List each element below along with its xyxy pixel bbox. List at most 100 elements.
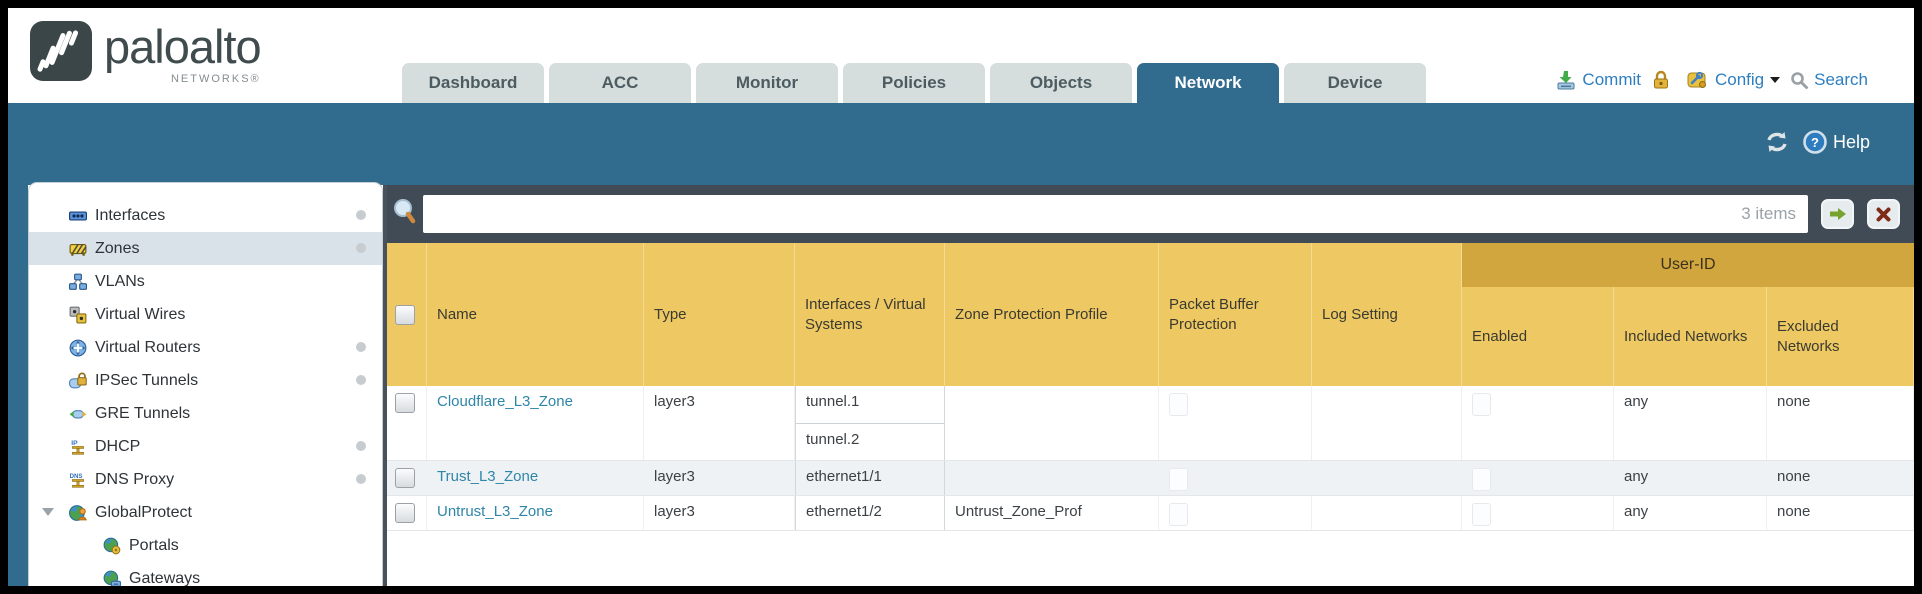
apply-filter-button[interactable] — [1821, 199, 1854, 229]
column-header-packet-buffer-protection[interactable]: Packet Buffer Protection — [1159, 243, 1312, 386]
select-all-checkbox[interactable] — [395, 304, 415, 325]
interface-value[interactable]: tunnel.2 — [796, 423, 944, 460]
sidebar-item-label: Virtual Routers — [95, 338, 201, 356]
excluded-networks: none — [1767, 496, 1914, 530]
sidebar-item-vlans[interactable]: VLANs — [29, 265, 382, 298]
zone-protection-profile: Untrust_Zone_Prof — [945, 496, 1159, 530]
table-body: Cloudflare_L3_Zone layer3 tunnel.1 tunne… — [387, 386, 1914, 586]
table-row: Untrust_L3_Zone layer3 ethernet1/2 Untru… — [387, 496, 1914, 531]
interface-value[interactable]: ethernet1/1 — [806, 468, 882, 485]
refresh-icon[interactable] — [1764, 130, 1790, 154]
dhcp-icon: IP — [69, 438, 87, 456]
zone-interfaces: tunnel.1 tunnel.2 — [795, 386, 945, 460]
interface-value[interactable]: ethernet1/2 — [806, 503, 882, 520]
sub-header-band: ? Help — [8, 103, 1914, 185]
config-icon — [1687, 71, 1706, 88]
clear-filter-button[interactable] — [1867, 199, 1900, 229]
table-header: Name Type Interfaces / Virtual Systems Z… — [387, 243, 1914, 386]
status-dot — [356, 375, 366, 385]
gre-tunnels-icon — [69, 405, 87, 423]
lock-button[interactable] — [1651, 69, 1676, 91]
sidebar-item-dns-proxy[interactable]: DNS DNS Proxy — [29, 463, 382, 496]
status-dot — [356, 474, 366, 484]
sidebar-item-virtual-wires[interactable]: Virtual Wires — [29, 298, 382, 331]
user-id-enabled-checkbox[interactable] — [1472, 503, 1491, 526]
status-dot — [356, 342, 366, 352]
row-checkbox[interactable] — [395, 503, 415, 523]
svg-text:IP: IP — [71, 439, 78, 446]
column-header-type[interactable]: Type — [644, 243, 795, 386]
user-id-enabled-checkbox[interactable] — [1472, 468, 1491, 491]
column-header-enabled[interactable]: Enabled — [1462, 287, 1614, 386]
tab-monitor[interactable]: Monitor — [696, 63, 838, 103]
commit-label: Commit — [1582, 70, 1641, 89]
sidebar-item-interfaces[interactable]: Interfaces — [29, 199, 382, 232]
status-dot — [356, 210, 366, 220]
table-row: Cloudflare_L3_Zone layer3 tunnel.1 tunne… — [387, 386, 1914, 461]
tab-dashboard[interactable]: Dashboard — [402, 63, 544, 103]
config-label: Config — [1714, 70, 1765, 89]
column-header-name[interactable]: Name — [427, 243, 644, 386]
app-window: paloalto NETWORKS® Dashboard ACC Monitor… — [8, 8, 1914, 586]
interfaces-icon — [69, 207, 87, 225]
panel-divider — [383, 185, 387, 586]
sidebar-item-gateways[interactable]: Gateways — [29, 562, 382, 586]
paloalto-logo: paloalto NETWORKS® — [30, 21, 262, 85]
zone-type: layer3 — [644, 461, 795, 495]
commit-icon — [1557, 71, 1575, 90]
search-icon — [1791, 71, 1809, 89]
sidebar-item-ipsec-tunnels[interactable]: IPSec Tunnels — [29, 364, 382, 397]
caret-down-icon — [1770, 77, 1781, 83]
zone-name-link[interactable]: Cloudflare_L3_Zone — [437, 393, 573, 410]
sidebar-item-label: GRE Tunnels — [95, 404, 191, 422]
sidebar-item-zones[interactable]: Zones — [29, 232, 382, 265]
log-setting — [1312, 496, 1462, 530]
search-button[interactable]: Search — [1790, 70, 1868, 90]
log-setting — [1312, 461, 1462, 495]
excluded-networks: none — [1767, 386, 1914, 460]
column-header-interfaces[interactable]: Interfaces / Virtual Systems — [795, 243, 945, 386]
sidebar-item-dhcp[interactable]: IP DHCP — [29, 430, 382, 463]
column-header-included-networks[interactable]: Included Networks — [1614, 287, 1767, 386]
sidebar-item-portals[interactable]: Portals — [29, 529, 382, 562]
sidebar: Interfaces Zones VLANs Virtual Wires — [28, 182, 383, 586]
sidebar-item-virtual-routers[interactable]: Virtual Routers — [29, 331, 382, 364]
tab-acc[interactable]: ACC — [549, 63, 691, 103]
zone-name-link[interactable]: Trust_L3_Zone — [437, 468, 539, 485]
tab-policies[interactable]: Policies — [843, 63, 985, 103]
sidebar-item-label: Virtual Wires — [95, 305, 186, 323]
user-id-enabled-checkbox[interactable] — [1472, 393, 1491, 416]
packet-buffer-protection-checkbox[interactable] — [1169, 393, 1188, 416]
sidebar-item-gre-tunnels[interactable]: GRE Tunnels — [29, 397, 382, 430]
tab-device[interactable]: Device — [1284, 63, 1426, 103]
table-row: Trust_L3_Zone layer3 ethernet1/1 any non… — [387, 461, 1914, 496]
row-checkbox[interactable] — [395, 468, 415, 488]
main-content: 3 items Name Type Interfaces / Virtual S… — [387, 185, 1914, 586]
packet-buffer-protection-checkbox[interactable] — [1169, 468, 1188, 491]
status-dot — [356, 441, 366, 451]
sidebar-item-label: Interfaces — [95, 206, 166, 224]
column-header-zone-protection-profile[interactable]: Zone Protection Profile — [945, 243, 1159, 386]
svg-text:DNS: DNS — [70, 473, 83, 479]
included-networks: any — [1614, 496, 1767, 530]
filter-input[interactable]: 3 items — [423, 195, 1808, 233]
commit-button[interactable]: Commit — [1555, 69, 1641, 91]
zone-name-link[interactable]: Untrust_L3_Zone — [437, 503, 553, 520]
tab-network[interactable]: Network — [1137, 63, 1279, 103]
column-header-log-setting[interactable]: Log Setting — [1312, 243, 1462, 386]
packet-buffer-protection-checkbox[interactable] — [1169, 503, 1188, 526]
tab-objects[interactable]: Objects — [990, 63, 1132, 103]
lock-icon — [1653, 70, 1668, 89]
paloalto-logo-icon — [30, 21, 92, 81]
utility-bar: Commit Config — [1545, 69, 1868, 91]
interface-value[interactable]: tunnel.1 — [806, 393, 860, 410]
help-button[interactable]: ? Help — [1802, 129, 1870, 155]
config-menu[interactable]: Config — [1686, 69, 1781, 91]
user-id-group-header: User-ID — [1462, 243, 1914, 287]
sidebar-item-globalprotect[interactable]: GlobalProtect — [29, 496, 382, 529]
expand-caret-icon[interactable] — [42, 508, 54, 516]
row-checkbox[interactable] — [395, 393, 415, 413]
zones-icon — [69, 240, 87, 258]
column-header-excluded-networks[interactable]: Excluded Networks — [1767, 287, 1914, 386]
virtual-routers-icon — [69, 339, 87, 357]
